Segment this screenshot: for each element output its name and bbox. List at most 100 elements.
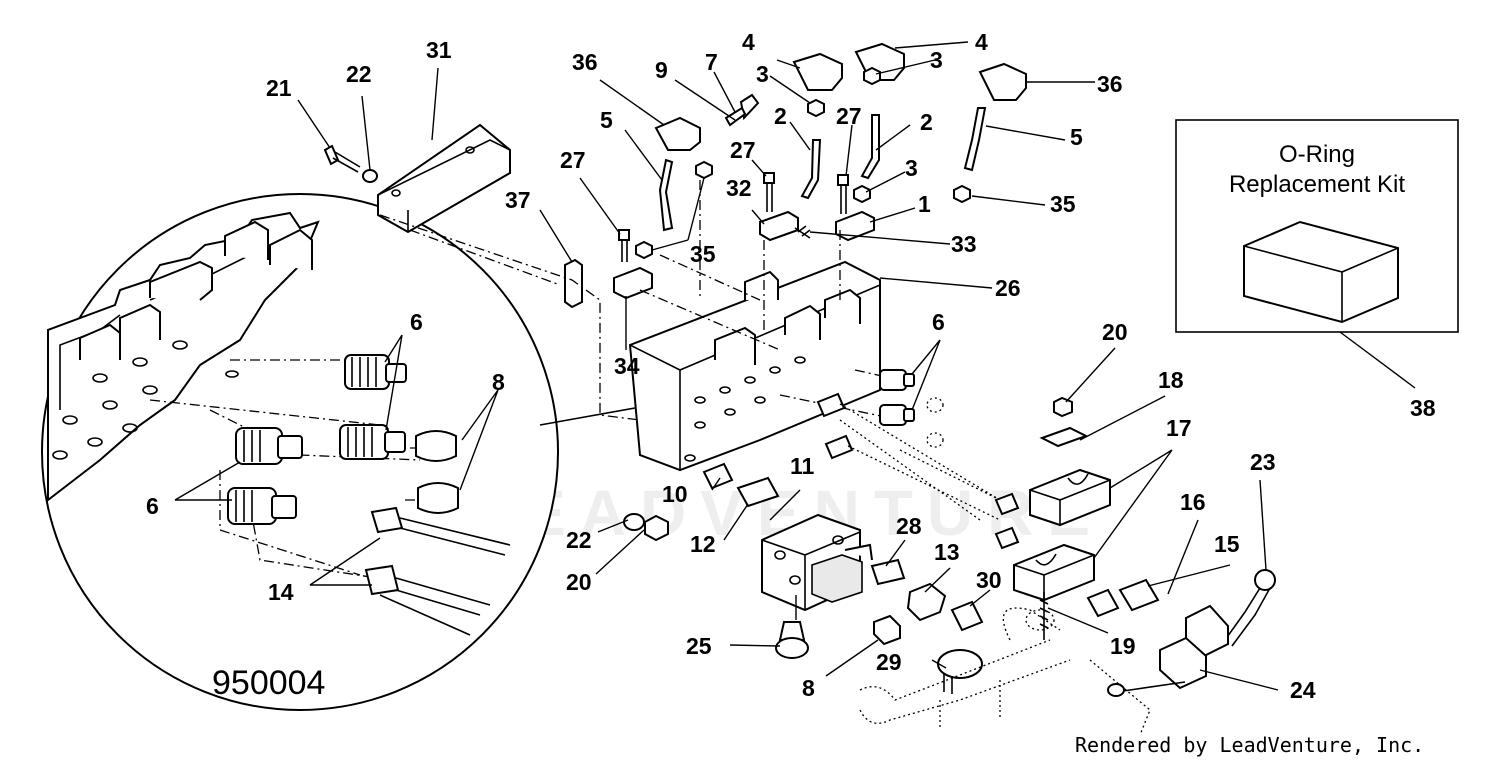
plate-18 xyxy=(1039,426,1089,448)
cap-8-main xyxy=(873,614,901,646)
bracket-31 xyxy=(377,123,511,234)
block-17-upper xyxy=(1029,468,1111,527)
fitting-6-detail-left-lower xyxy=(227,487,297,525)
bolt-21 xyxy=(323,144,361,173)
callout-8-detail: 8 xyxy=(492,369,505,395)
nut-35-left xyxy=(635,240,653,260)
callout-16: 16 xyxy=(1180,489,1206,515)
callout-14: 14 xyxy=(268,579,294,605)
tee-13 xyxy=(906,582,947,622)
kit-box-38 xyxy=(1175,119,1459,333)
callout-22-lower: 22 xyxy=(566,527,592,553)
washer-22-top xyxy=(362,169,378,183)
callout-2-right: 2 xyxy=(920,109,933,135)
callout-36-right: 36 xyxy=(1097,71,1123,97)
knob-36-right xyxy=(978,62,1027,101)
kit-title-line2: Replacement Kit xyxy=(1228,171,1406,198)
block-17-lower xyxy=(1013,543,1095,602)
callout-2-left: 2 xyxy=(774,103,787,129)
nut-3-left xyxy=(807,98,825,118)
solenoid-valve-11 xyxy=(761,513,873,612)
fitting-6-detail-left-upper xyxy=(235,427,303,465)
callout-33: 33 xyxy=(951,231,977,257)
callout-18: 18 xyxy=(1158,367,1184,393)
callout-36-left: 36 xyxy=(572,49,598,75)
bolt-27-right xyxy=(837,174,849,214)
callout-20-right: 20 xyxy=(1102,319,1128,345)
rod-9 xyxy=(724,106,747,127)
callout-6-detail-left: 6 xyxy=(146,493,159,519)
callout-13: 13 xyxy=(934,539,960,565)
footer-credit: Rendered by LeadVenture, Inc. xyxy=(1075,733,1425,757)
callout-27-center-top: 27 xyxy=(836,103,862,129)
callout-32: 32 xyxy=(726,175,752,201)
callout-30: 30 xyxy=(976,567,1002,593)
callout-31: 31 xyxy=(426,37,452,63)
callout-5-left: 5 xyxy=(600,107,613,133)
callout-9: 9 xyxy=(655,57,668,83)
callout-6-main: 6 xyxy=(932,309,945,335)
callout-4-right: 4 xyxy=(975,29,988,55)
callout-10: 10 xyxy=(662,481,688,507)
nut-3-lower xyxy=(853,184,871,204)
lever-5-right xyxy=(963,107,987,172)
callout-34: 34 xyxy=(614,353,640,379)
spring-33 xyxy=(794,225,811,239)
nut-3-right xyxy=(863,66,881,86)
callout-15: 15 xyxy=(1214,531,1240,557)
callout-37: 37 xyxy=(505,187,531,213)
callout-12: 12 xyxy=(690,531,716,557)
knob-29 xyxy=(937,649,983,694)
callout-35-center: 35 xyxy=(690,241,716,267)
nut-35-right xyxy=(953,184,971,204)
callout-26: 26 xyxy=(995,275,1021,301)
washer-22-lower xyxy=(623,513,645,531)
oring-25 xyxy=(775,637,809,659)
callout-8-main: 8 xyxy=(802,675,815,701)
fitting-6-detail-middle xyxy=(339,424,406,460)
callout-25: 25 xyxy=(686,633,712,659)
cap-8-detail-lower xyxy=(417,482,459,514)
fitting-6-main-lower xyxy=(879,404,915,426)
valve-body-26 xyxy=(628,260,881,472)
block-37 xyxy=(564,258,583,309)
lever-2-left xyxy=(800,139,822,200)
callout-27-center: 27 xyxy=(730,137,756,163)
callout-labels: 21 22 31 36 9 7 4 3 2 27 4 3 36 2 5 5 27… xyxy=(146,29,1436,703)
lever-2-right xyxy=(860,114,880,180)
callout-7: 7 xyxy=(705,49,718,75)
hose-24 xyxy=(1107,636,1207,697)
fitting-25 xyxy=(778,621,806,641)
clip-32 xyxy=(759,210,799,242)
callout-1: 1 xyxy=(918,191,931,217)
callout-17: 17 xyxy=(1166,415,1192,441)
fitting-16 xyxy=(1086,588,1120,618)
fitting-12 xyxy=(736,476,780,508)
nut-20-right xyxy=(1053,396,1073,418)
fitting-15 xyxy=(1118,578,1160,612)
callout-22-top: 22 xyxy=(346,61,372,87)
hose-23 xyxy=(1185,569,1276,658)
callout-3-left: 3 xyxy=(756,61,769,87)
detail-magnifier xyxy=(41,193,736,711)
knob-36-left xyxy=(654,116,701,151)
callout-20-lower: 20 xyxy=(566,569,592,595)
callout-24: 24 xyxy=(1290,677,1316,703)
knob-4-left xyxy=(792,52,843,91)
kit-title: O-Ring Replacement Kit xyxy=(1176,140,1458,200)
fitting-6-main-upper xyxy=(879,369,915,391)
callout-6-detail-top: 6 xyxy=(410,309,423,335)
leader-lines xyxy=(174,41,1416,691)
callout-35-right: 35 xyxy=(1050,191,1076,217)
fitting-10 xyxy=(702,462,734,490)
callout-27-left: 27 xyxy=(560,147,586,173)
callout-19: 19 xyxy=(1110,633,1136,659)
lever-5-left xyxy=(658,158,674,232)
kit-title-line1: O-Ring xyxy=(1278,141,1356,168)
nut-20-lower xyxy=(644,514,669,542)
callout-11: 11 xyxy=(790,453,815,479)
callout-29: 29 xyxy=(876,649,902,675)
callout-28: 28 xyxy=(896,513,922,539)
fitting-30 xyxy=(950,600,984,632)
